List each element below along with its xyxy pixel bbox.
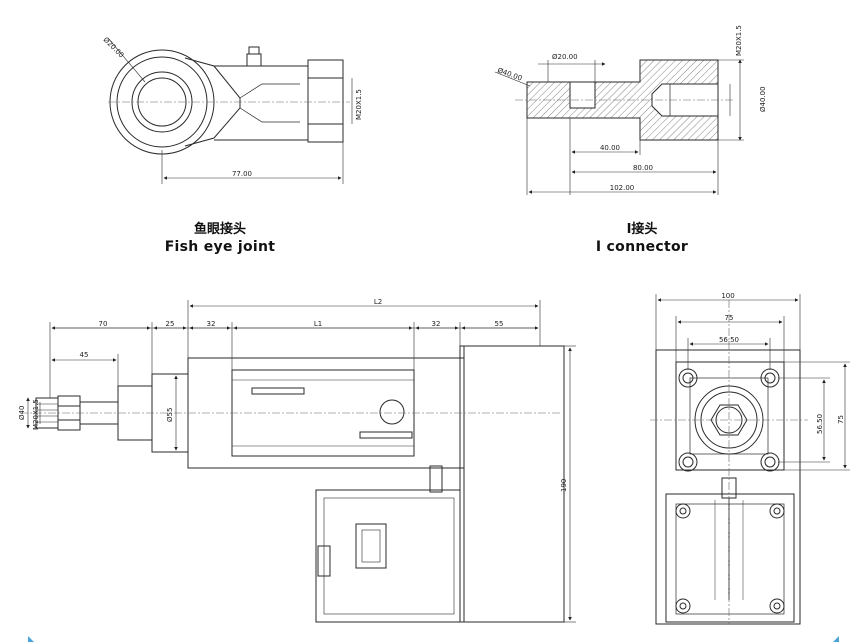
end-dim-100: 100 xyxy=(721,292,734,300)
i-connector-title-cn: I接头 xyxy=(626,222,658,237)
end-dim-75v: 75 xyxy=(837,415,845,424)
i-conn-dim-right-dia: Ø40.00 xyxy=(759,86,767,112)
fish-eye-dim-hole: Ø20.00 xyxy=(102,36,126,60)
corner-accent-right xyxy=(833,636,839,642)
fish-eye-title-cn: 鱼眼接头 xyxy=(193,222,246,237)
i-connector-title-en: I connector xyxy=(595,239,689,255)
side-dim-l2: L2 xyxy=(374,298,382,306)
fish-eye-dim-length: 77.00 xyxy=(232,170,252,178)
side-dim-55: 55 xyxy=(495,320,504,328)
side-dim-d40: Ø40 xyxy=(18,406,26,420)
end-dim-5650h: 56.50 xyxy=(719,336,739,344)
i-conn-dim-40: 40.00 xyxy=(600,144,620,152)
end-dim-5650v: 56.50 xyxy=(816,414,824,434)
i-connector-caption: I接头 I connector xyxy=(572,222,712,256)
fish-eye-caption: 鱼眼接头 Fish eye joint xyxy=(150,222,290,256)
fish-eye-joint-drawing xyxy=(107,37,353,184)
side-dim-32a: 32 xyxy=(207,320,216,328)
side-dim-70: 70 xyxy=(99,320,108,328)
i-conn-dim-102: 102.00 xyxy=(610,184,635,192)
actuator-side-view xyxy=(20,300,576,623)
i-connector-drawing xyxy=(494,59,744,195)
actuator-end-view xyxy=(650,294,850,625)
side-dim-l1: L1 xyxy=(314,320,322,328)
side-dim-32b: 32 xyxy=(432,320,441,328)
i-conn-dim-outer: Ø40.00 xyxy=(496,66,523,82)
i-conn-dim-thread: M20X1.5 xyxy=(735,25,743,56)
fish-eye-title-en: Fish eye joint xyxy=(164,239,276,255)
i-conn-dim-80: 80.00 xyxy=(633,164,653,172)
end-dim-75h: 75 xyxy=(725,314,734,322)
side-dim-25: 25 xyxy=(166,320,175,328)
side-dim-d55: Ø55 xyxy=(166,408,174,422)
side-dim-m20: M20X1.5 xyxy=(32,399,40,430)
corner-accent-left xyxy=(28,636,34,642)
side-dim-45: 45 xyxy=(80,351,89,359)
fish-eye-dim-thread: M20X1.5 xyxy=(355,89,363,120)
i-conn-dim-inner: Ø20.00 xyxy=(552,53,578,61)
side-dim-190: 190 xyxy=(560,479,568,492)
